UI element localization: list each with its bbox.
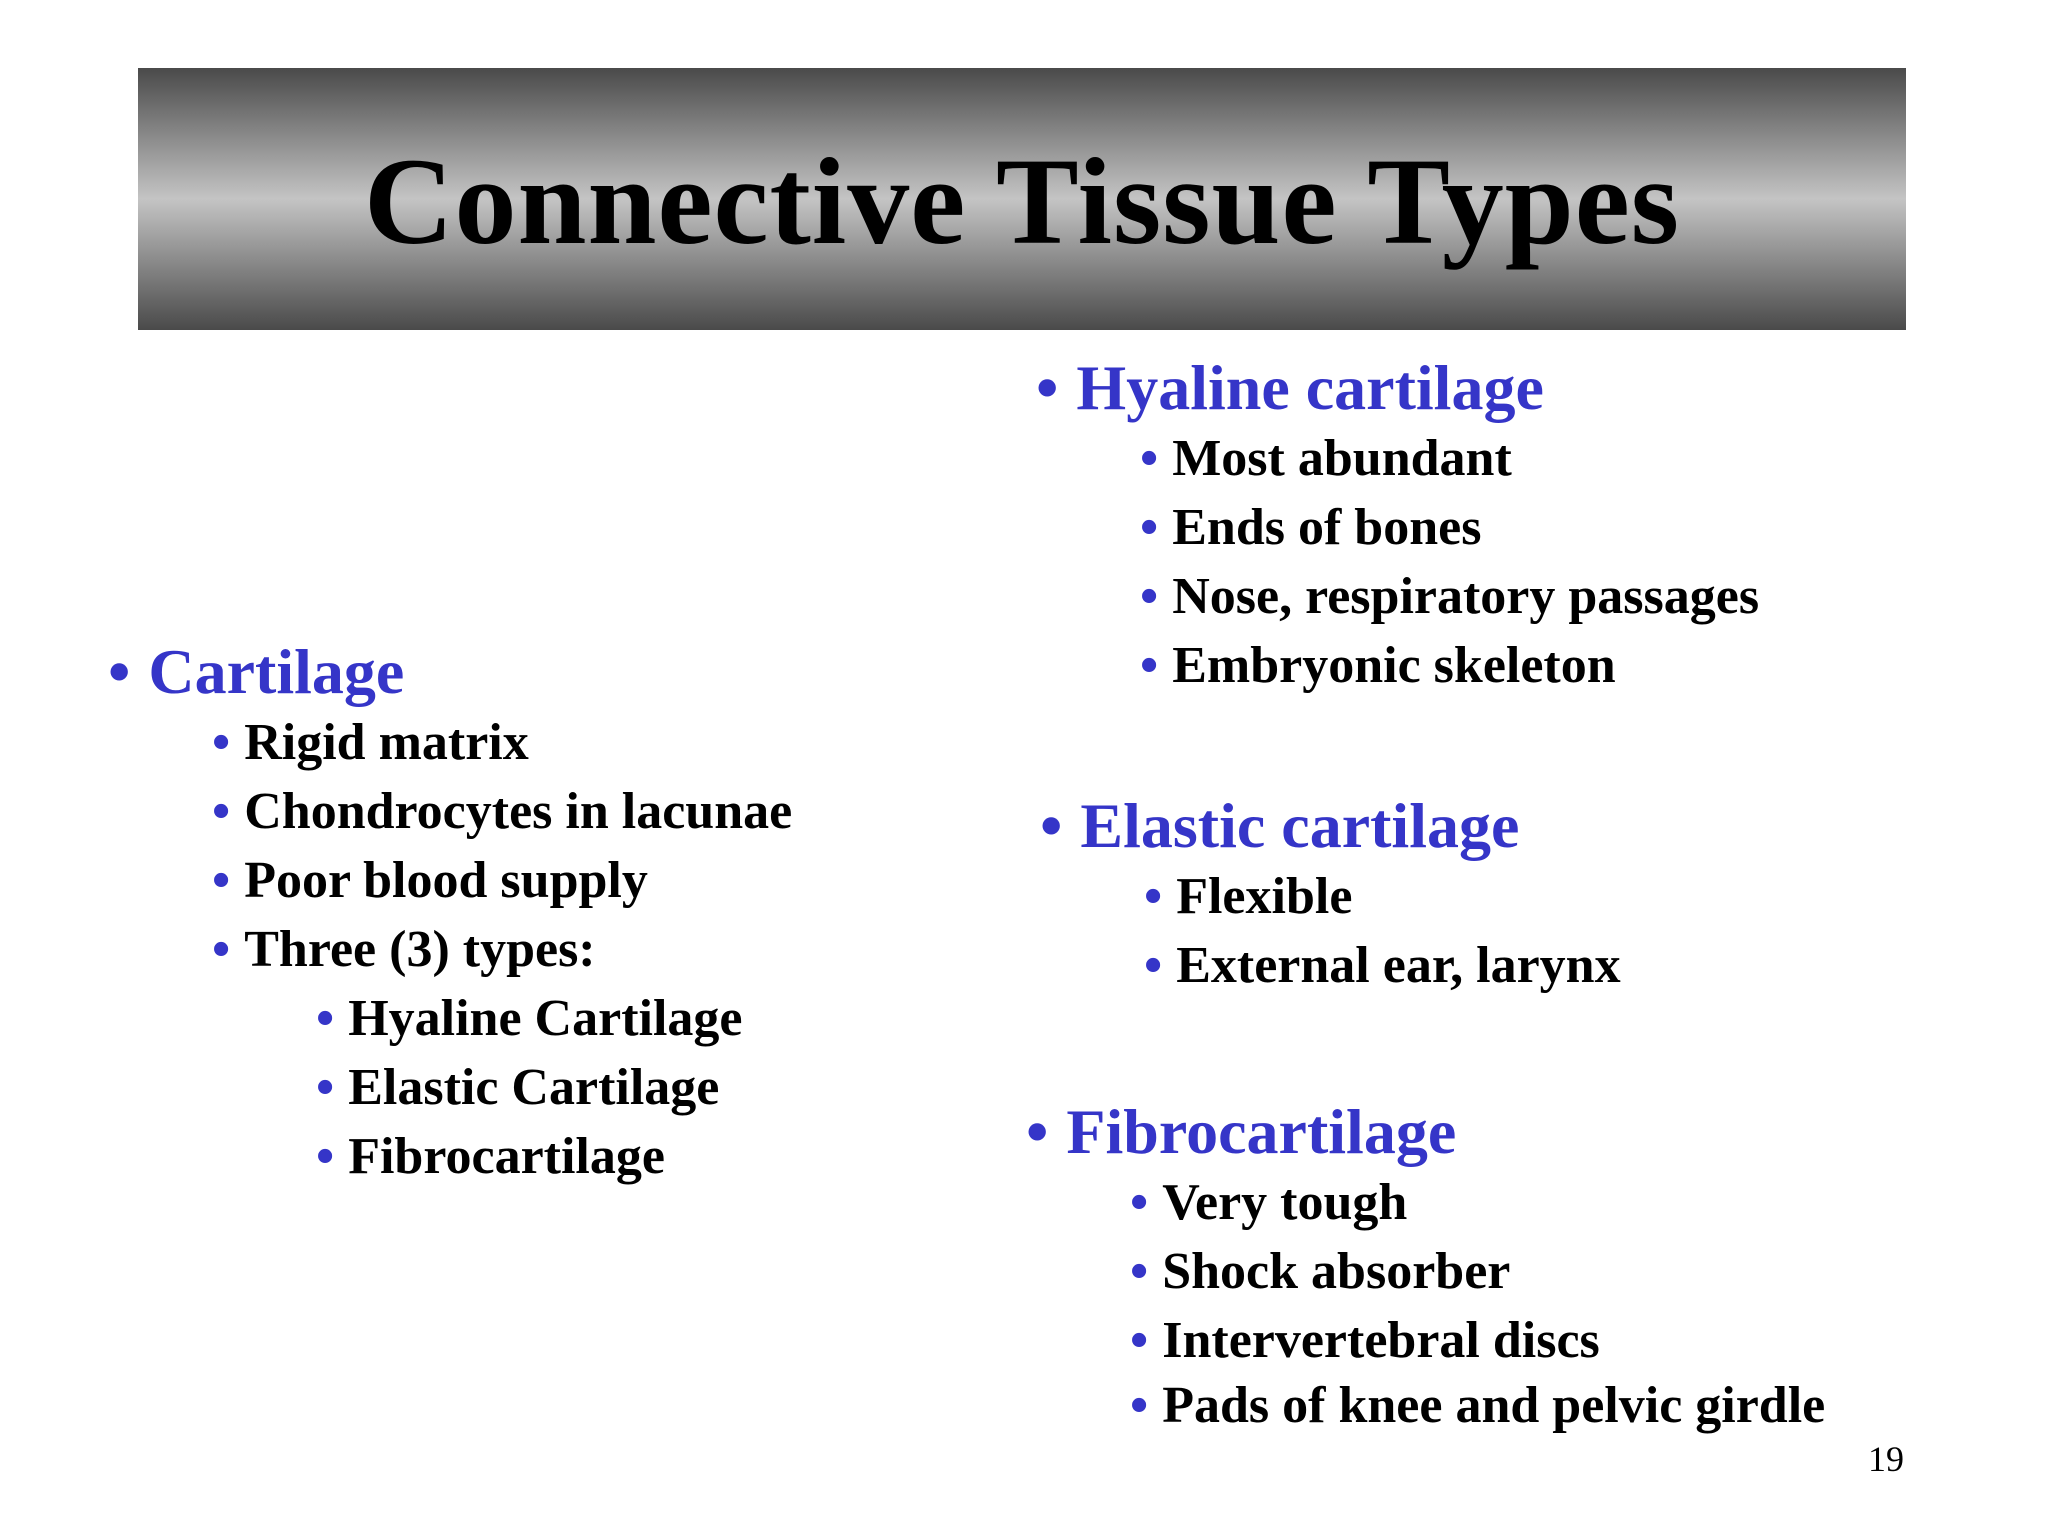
bullet: • — [316, 990, 335, 1047]
list-item: •Very tough — [1130, 1168, 1825, 1237]
hyaline-section: •Hyaline cartilage •Most abundant •Ends … — [1036, 352, 1759, 700]
bullet: • — [108, 636, 131, 707]
list-item: •Nose, respiratory passages — [1140, 562, 1759, 631]
list-item: •Flexible — [1144, 862, 1621, 931]
heading-text: Elastic cartilage — [1080, 790, 1520, 861]
bullet: • — [1036, 352, 1059, 423]
item-text: Intervertebral discs — [1162, 1312, 1600, 1369]
item-text: Embryonic skeleton — [1172, 637, 1616, 694]
cartilage-heading: •Cartilage — [108, 636, 792, 708]
bullet: • — [1140, 430, 1159, 487]
elastic-heading: •Elastic cartilage — [1040, 790, 1621, 862]
list-item: •Ends of bones — [1140, 493, 1759, 562]
bullet: • — [1130, 1174, 1149, 1231]
bullet: • — [1140, 499, 1159, 556]
bullet: • — [1144, 937, 1163, 994]
hyaline-heading: •Hyaline cartilage — [1036, 352, 1759, 424]
item-text: Fibrocartilage — [348, 1128, 665, 1185]
list-item: •Embryonic skeleton — [1140, 631, 1759, 700]
item-text: Shock absorber — [1162, 1243, 1511, 1300]
bullet: • — [1130, 1377, 1149, 1434]
sub-list-item: •Elastic Cartilage — [316, 1053, 792, 1122]
list-item: •Intervertebral discs — [1130, 1306, 1825, 1375]
list-item: •Poor blood supply — [212, 846, 792, 915]
bullet: • — [1040, 790, 1063, 861]
bullet: • — [212, 921, 231, 978]
bullet: • — [316, 1128, 335, 1185]
fibrocartilage-section: •Fibrocartilage •Very tough •Shock absor… — [1026, 1096, 1825, 1437]
list-item: •Most abundant — [1140, 424, 1759, 493]
list-item: •Rigid matrix — [212, 708, 792, 777]
heading-text: Cartilage — [148, 636, 405, 707]
slide-title: Connective Tissue Types — [363, 133, 1681, 270]
item-text: Poor blood supply — [244, 852, 648, 909]
item-text: Chondrocytes in lacunae — [244, 783, 793, 840]
bullet: • — [212, 714, 231, 771]
bullet: • — [1140, 568, 1159, 625]
bullet: • — [212, 852, 231, 909]
heading-text: Fibrocartilage — [1066, 1096, 1457, 1167]
bullet: • — [1130, 1243, 1149, 1300]
title-banner: Connective Tissue Types — [138, 68, 1906, 330]
fibrocartilage-heading: •Fibrocartilage — [1026, 1096, 1825, 1168]
list-item: •Three (3) types: — [212, 915, 792, 984]
bullet: • — [1026, 1096, 1049, 1167]
item-text: Most abundant — [1172, 430, 1512, 487]
item-text: External ear, larynx — [1176, 937, 1621, 994]
list-item: •Pads of knee and pelvic girdle — [1130, 1375, 1825, 1437]
item-text: Elastic Cartilage — [348, 1059, 720, 1116]
bullet: • — [316, 1059, 335, 1116]
sub-list-item: •Fibrocartilage — [316, 1122, 792, 1191]
heading-text: Hyaline cartilage — [1076, 352, 1544, 423]
item-text: Flexible — [1176, 868, 1353, 925]
list-item: •External ear, larynx — [1144, 931, 1621, 1000]
elastic-section: •Elastic cartilage •Flexible •External e… — [1040, 790, 1621, 1000]
item-text: Ends of bones — [1172, 499, 1482, 556]
bullet: • — [1130, 1312, 1149, 1369]
bullet: • — [1140, 637, 1159, 694]
item-text: Nose, respiratory passages — [1172, 568, 1760, 625]
list-item: •Shock absorber — [1130, 1237, 1825, 1306]
item-text: Hyaline Cartilage — [348, 990, 743, 1047]
item-text: Rigid matrix — [244, 714, 529, 771]
sub-list-item: •Hyaline Cartilage — [316, 984, 792, 1053]
list-item: •Chondrocytes in lacunae — [212, 777, 792, 846]
item-text: Very tough — [1162, 1174, 1408, 1231]
bullet: • — [212, 783, 231, 840]
cartilage-section: •Cartilage •Rigid matrix •Chondrocytes i… — [108, 636, 792, 1191]
item-text: Pads of knee and pelvic girdle — [1162, 1377, 1826, 1434]
page-number: 19 — [1868, 1439, 1904, 1479]
bullet: • — [1144, 868, 1163, 925]
item-text: Three (3) types: — [244, 921, 596, 978]
